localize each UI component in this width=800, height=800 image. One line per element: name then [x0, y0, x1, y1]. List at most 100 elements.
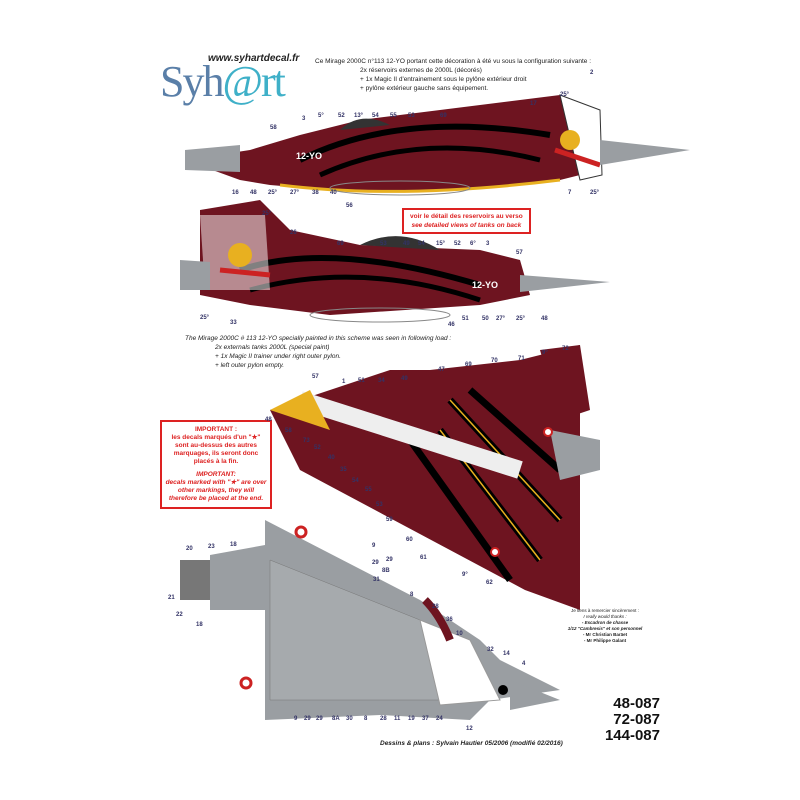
side-profile-right: [185, 94, 690, 196]
text-line: Je tiens à remercier sincèrement :: [571, 608, 639, 613]
text-line: - Escadron de chasse: [581, 620, 629, 625]
callout-label: 25°: [262, 211, 272, 217]
callout-label: 51: [358, 378, 365, 384]
callout-label: 61: [420, 555, 427, 561]
callout-label: 3: [486, 241, 490, 247]
callout-label: 69: [440, 113, 447, 119]
callout-label: 19: [408, 716, 415, 722]
callout-label: 27°: [290, 190, 300, 196]
callout-label: 9°: [542, 350, 548, 356]
callout-label: 54: [418, 241, 425, 247]
callout-label: 70: [491, 358, 498, 364]
callout-label: 18: [230, 542, 237, 548]
callout-label: 22: [176, 612, 183, 618]
callout-label: 62: [486, 580, 493, 586]
text-line: + 1x Magic II trainer under right outer …: [215, 353, 341, 360]
callout-label: 47: [438, 367, 445, 373]
callout-label: 26: [290, 230, 297, 236]
important-body-fr: les decals marqués d'un "★" sont au-dess…: [171, 434, 261, 465]
callout-label: 12: [466, 726, 473, 732]
thanks-note: Je tiens à remercier sincèrement : I rea…: [545, 608, 665, 644]
text-line: + left outer pylon empty.: [215, 362, 285, 369]
callout-label: 8A: [332, 716, 340, 722]
website-url: www.syhartdecal.fr: [208, 53, 300, 64]
callout-label: 53: [376, 502, 383, 508]
drawing-credit: Dessins & plans : Sylvain Hautier 05/200…: [380, 740, 563, 747]
serial-side-2: 12-YO: [472, 280, 499, 290]
callout-label: 40: [330, 190, 337, 196]
callout-label: 9: [372, 543, 376, 549]
text-line: - Mr Christian Baräet: [582, 632, 628, 637]
callout-label: 35: [340, 467, 347, 473]
text-line: - Mr Philippe Galant: [583, 638, 627, 643]
important-title-en: IMPORTANT:: [196, 471, 236, 478]
text-line: 1/12 "Cambresis" et son personnel: [567, 626, 643, 631]
callout-label: 1: [342, 379, 346, 385]
important-title-fr: IMPORTANT :: [194, 426, 238, 433]
callout-label: 72: [562, 346, 569, 352]
callout-label: 71: [518, 356, 525, 362]
callout-label: 3: [302, 116, 306, 122]
callout-label: 58: [270, 125, 277, 131]
callout-label: 25°: [268, 190, 278, 196]
callout-label: 31: [373, 577, 380, 583]
callout-label: 32: [487, 647, 494, 653]
callout-label: 2: [590, 70, 594, 76]
text-line: I really would thanks :: [583, 614, 627, 619]
callout-label: 6°: [470, 241, 476, 247]
callout-label: 25°: [560, 92, 570, 98]
callout-label: 21: [168, 595, 175, 601]
callout-label: 57: [516, 250, 523, 256]
callout-label: 34: [378, 378, 385, 384]
callout-label: 25°: [200, 315, 210, 321]
callout-label: 29: [386, 557, 393, 563]
callout-label: 18: [196, 622, 203, 628]
callout-label: 8B: [382, 568, 390, 574]
callout-label: 52: [454, 241, 461, 247]
important-body-en: decals marked with "★" are over other ma…: [165, 479, 267, 502]
callout-label: 13°: [354, 113, 364, 119]
tanks-note-en: see detailed views of tanks on back: [411, 222, 522, 229]
callout-label: 51: [462, 316, 469, 322]
text-line: Ce Mirage 2000C n°113 12-YO portant cett…: [315, 58, 592, 65]
callout-label: 59: [386, 517, 393, 523]
ref-72: 72-087: [613, 711, 660, 728]
side-profile-left: [180, 200, 610, 323]
underside-view: [180, 520, 560, 720]
callout-label: 53: [380, 241, 387, 247]
callout-label: 4: [522, 661, 526, 667]
callout-label: 37: [422, 716, 429, 722]
callout-label: 8: [410, 592, 414, 598]
callout-label: 28: [380, 716, 387, 722]
callout-label: 54: [372, 113, 379, 119]
top-view: [270, 345, 600, 610]
callout-label: 20: [186, 546, 193, 552]
text-line: The Mirage 2000C # 113 12-YO specially p…: [185, 335, 452, 342]
important-note: IMPORTANT : les decals marqués d'un "★" …: [160, 420, 272, 509]
callout-label: 69: [337, 241, 344, 247]
callout-label: 28: [432, 604, 439, 610]
callout-label: 52: [338, 113, 345, 119]
callout-label: 48: [541, 316, 548, 322]
text-line: + pylône extérieur gauche sans équipemen…: [360, 85, 489, 92]
callout-label: 53: [408, 113, 415, 119]
callout-label: 48: [250, 190, 257, 196]
callout-label: 24: [436, 716, 443, 722]
callout-label: 29: [316, 716, 323, 722]
callout-label: 16: [232, 190, 239, 196]
ref-144: 144-087: [604, 727, 660, 744]
callout-label: 55: [365, 487, 372, 493]
callout-label: 40: [328, 455, 335, 461]
callout-label: 49: [403, 241, 410, 247]
callout-label: 15°: [436, 241, 446, 247]
callout-label: 56: [346, 203, 353, 209]
callout-label: 49: [401, 376, 408, 382]
callout-label: 25°: [516, 316, 526, 322]
callout-label: 50: [482, 316, 489, 322]
tanks-note-fr: voir le détail des reservoirs au verso: [410, 213, 523, 220]
callout-label: 54: [352, 478, 359, 484]
callout-label: 11: [394, 716, 401, 722]
callout-label: 27°: [496, 316, 506, 322]
french-load-description: Ce Mirage 2000C n°113 12-YO portant cett…: [315, 57, 591, 93]
callout-label: 9°: [462, 572, 468, 578]
